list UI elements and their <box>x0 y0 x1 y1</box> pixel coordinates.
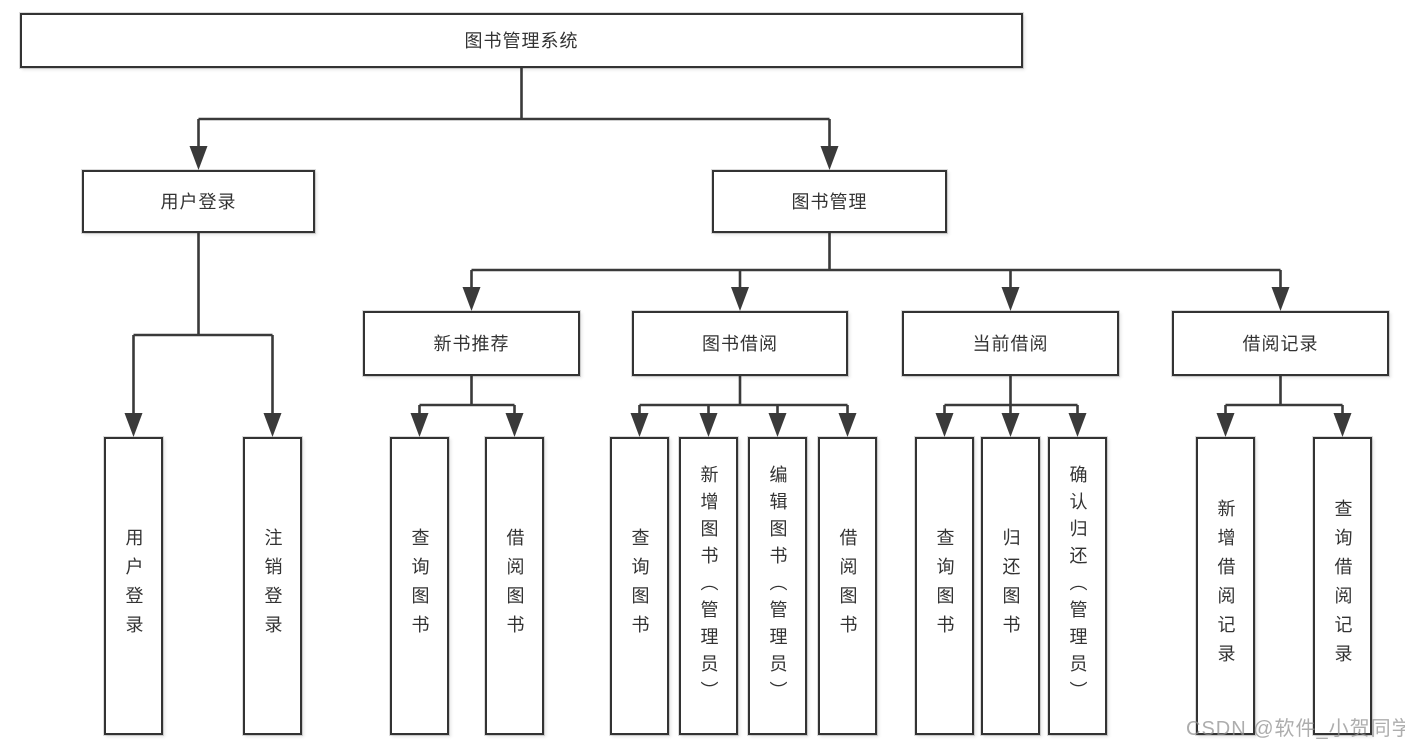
csdn-watermark: CSDN @软件_小贺同学 <box>1186 718 1405 740</box>
node-label: 当前借阅 <box>972 333 1049 354</box>
node-label: 图书管理系统 <box>464 30 579 51</box>
node-label: 查询图书 <box>409 528 430 644</box>
node-label: 借阅记录 <box>1242 333 1319 354</box>
node-book-management-branch: 图书管理 <box>712 170 947 233</box>
node-label: 确认归还（管理员） <box>1067 464 1088 708</box>
node-label: 用户登录 <box>123 528 144 644</box>
leaf-query-book-recommend: 查询图书 <box>390 437 449 735</box>
node-new-book-recommendation: 新书推荐 <box>363 311 580 376</box>
node-label: 查询图书 <box>629 528 650 644</box>
node-borrowing-records: 借阅记录 <box>1172 311 1389 376</box>
node-label: 借阅图书 <box>504 528 525 644</box>
leaf-borrow-book: 借阅图书 <box>818 437 877 735</box>
node-label: 图书管理 <box>791 191 868 212</box>
leaf-query-book-current: 查询图书 <box>915 437 974 735</box>
node-current-borrowing: 当前借阅 <box>902 311 1119 376</box>
node-user-login-branch: 用户登录 <box>82 170 315 233</box>
leaf-add-borrow-record: 新增借阅记录 <box>1196 437 1255 735</box>
leaf-confirm-return-admin: 确认归还（管理员） <box>1048 437 1107 735</box>
node-label: 归还图书 <box>1000 528 1021 644</box>
node-label: 新增借阅记录 <box>1215 499 1236 673</box>
leaf-return-book: 归还图书 <box>981 437 1040 735</box>
node-library-management-system: 图书管理系统 <box>20 13 1023 68</box>
node-label: 图书借阅 <box>702 333 778 354</box>
leaf-edit-book-admin: 编辑图书（管理员） <box>748 437 807 735</box>
leaf-logout: 注销登录 <box>243 437 302 735</box>
node-label: 借阅图书 <box>837 528 858 644</box>
node-label: 查询借阅记录 <box>1332 499 1353 673</box>
node-label: 用户登录 <box>160 191 237 212</box>
leaf-query-borrow-record: 查询借阅记录 <box>1313 437 1372 735</box>
node-label: 编辑图书（管理员） <box>767 464 788 708</box>
node-label: 注销登录 <box>262 528 283 644</box>
leaf-add-book-admin: 新增图书（管理员） <box>679 437 738 735</box>
node-label: 新书推荐 <box>433 333 510 354</box>
node-label: 新增图书（管理员） <box>698 464 719 708</box>
node-book-borrowing: 图书借阅 <box>632 311 848 376</box>
leaf-borrow-book-recommend: 借阅图书 <box>485 437 544 735</box>
leaf-query-book-borrow: 查询图书 <box>610 437 669 735</box>
leaf-user-login: 用户登录 <box>104 437 163 735</box>
node-label: 查询图书 <box>934 528 955 644</box>
